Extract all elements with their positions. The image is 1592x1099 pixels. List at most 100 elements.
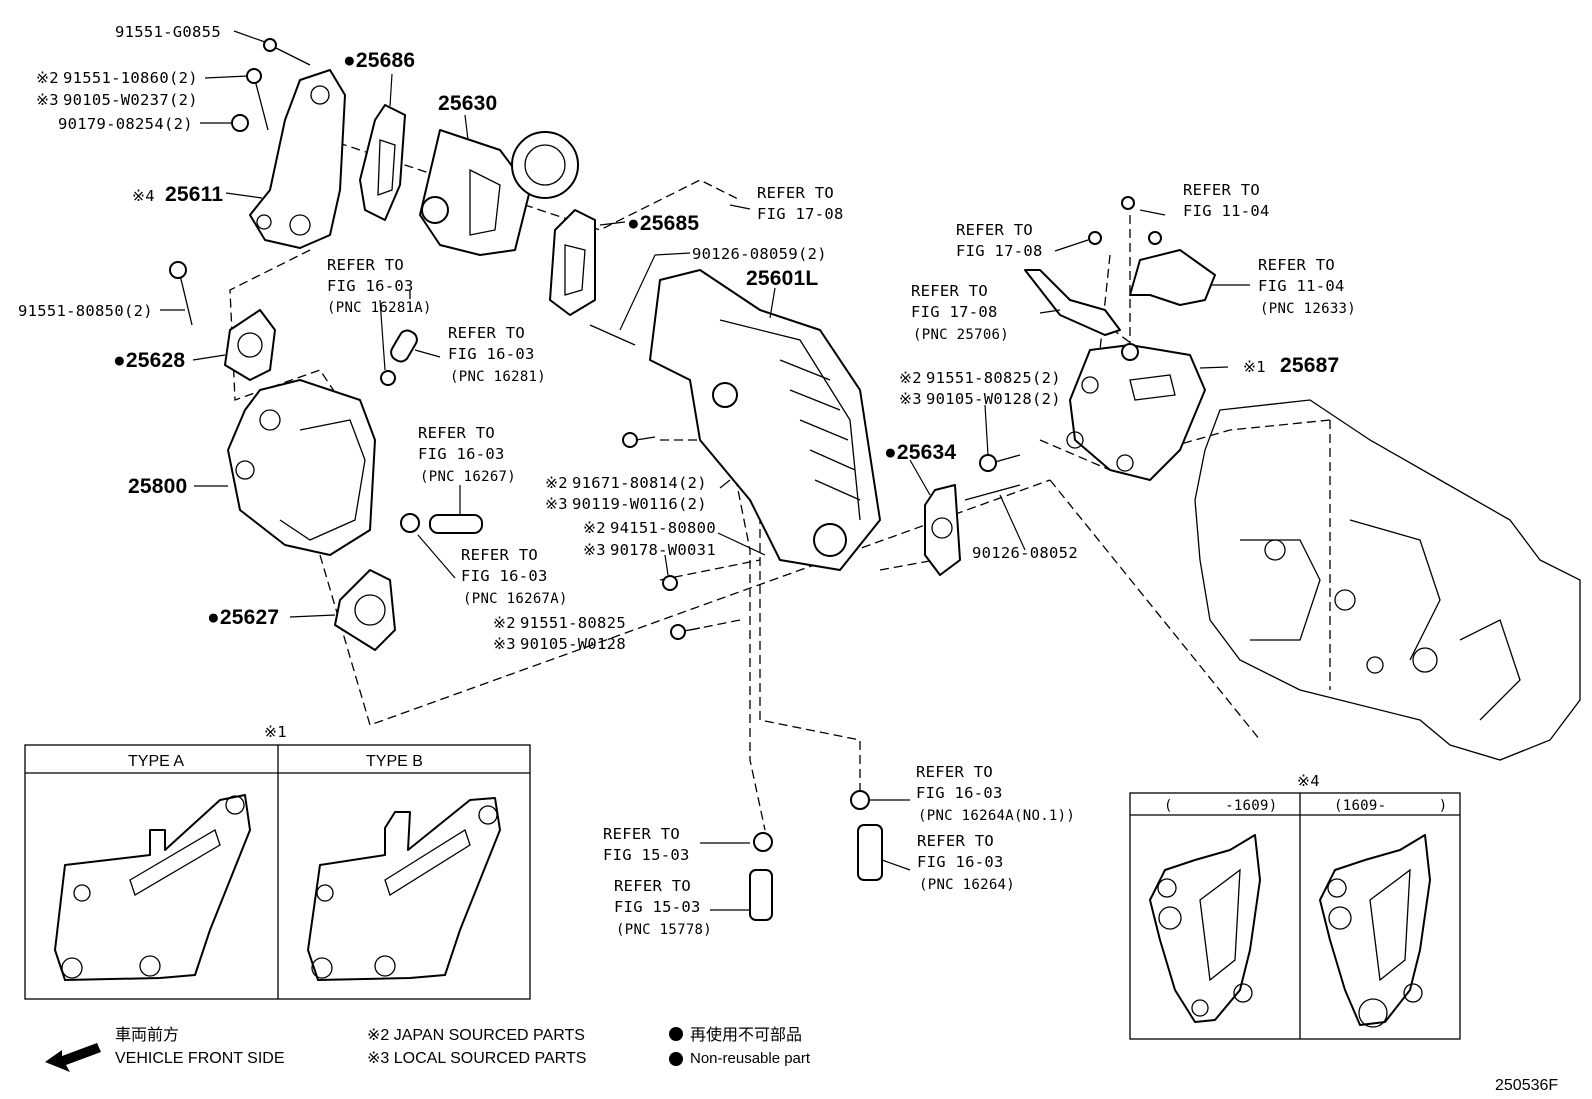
refer-16-03-b-line1: REFER TO (448, 324, 525, 342)
bracket-pnc-25706 (1024, 231, 1121, 336)
refer-11-04-mid-line1: REFER TO (1258, 256, 1335, 274)
bracket-25611-late (1319, 834, 1431, 1028)
gasket-25634 (924, 484, 961, 576)
mark-japan-2: ※2 (545, 474, 568, 492)
front-arrow-icon (45, 1043, 101, 1072)
label-91551-80825: 91551-80825 (520, 614, 626, 632)
bracket-25611-early (1149, 834, 1261, 1023)
refer-16-03-e-line2: FIG 16-03 (916, 784, 1003, 802)
bracket-type-b (307, 797, 501, 981)
label-91551-80825-2: 91551-80825(2) (926, 369, 1061, 387)
refer-11-04-top-line1: REFER TO (1183, 181, 1260, 199)
inset-type1-col-a: TYPE A (128, 753, 184, 770)
mark-japan-4: ※2 (493, 614, 516, 632)
refer-11-04-mid-line3: (PNC 12633) (1260, 301, 1356, 317)
refer-16-03-b-line3: (PNC 16281) (450, 369, 546, 385)
label-90119-w0116: 90119-W0116(2) (572, 495, 707, 513)
inset-type1-col-b: TYPE B (366, 753, 423, 770)
label-25687: 25687 (1280, 354, 1339, 377)
gasket-25628 (224, 309, 276, 381)
refer-15-03-a-line2: FIG 15-03 (603, 846, 690, 864)
refer-17-08-low-line2: FIG 17-08 (911, 303, 998, 321)
mark-local-3: ※3 (583, 541, 606, 559)
label-25634: ●25634 (884, 441, 956, 464)
stud-90126-08059 (589, 324, 636, 346)
legend: 車両前方 VEHICLE FRONT SIDE ※2 JAPAN SOURCED… (45, 1026, 811, 1072)
mark-japan-3: ※2 (583, 519, 606, 537)
label-25685: ●25685 (627, 212, 699, 235)
refer-16-03-a-line1: REFER TO (327, 256, 404, 274)
bolt-91551-80850 (169, 261, 193, 326)
label-25601l: 25601L (746, 267, 818, 290)
nut-90178-w0031 (662, 575, 678, 591)
figure-id: 250536F (1495, 1077, 1558, 1094)
egr-valve-25800 (227, 379, 376, 556)
refer-16-03-a-line2: FIG 16-03 (327, 277, 414, 295)
label-91671-80814: 91671-80814(2) (572, 474, 707, 492)
label-25630: 25630 (438, 92, 497, 115)
bolt-91551-80825-b (670, 624, 701, 640)
refer-16-03-f-line2: FIG 16-03 (917, 853, 1004, 871)
nonreusable-dot-icon (669, 1027, 683, 1041)
engine-block-outline (1194, 399, 1581, 761)
legend-japan-sourced: ※2 JAPAN SOURCED PARTS (367, 1027, 585, 1044)
mark-local-1: ※3 (36, 91, 59, 109)
bolt-91551-80825-a (979, 454, 1021, 472)
bracket-25687 (1066, 343, 1206, 481)
label-25627: ●25627 (207, 606, 279, 629)
refer-16-03-f-line3: (PNC 16264) (919, 877, 1015, 893)
inset-type1: ※1 TYPE A TYPE B (24, 723, 531, 1000)
refer-16-03-c-line2: FIG 16-03 (418, 445, 505, 463)
refer-16-03-b-line2: FIG 16-03 (448, 345, 535, 363)
bolt-91551-10860 (246, 68, 269, 131)
mark-type4: ※4 (132, 187, 155, 205)
pipe-15778 (749, 832, 773, 921)
legend-front-en: VEHICLE FRONT SIDE (115, 1050, 285, 1067)
mark-local-2: ※3 (545, 495, 568, 513)
mark-japan-5: ※2 (899, 369, 922, 387)
label-90126-08052: 90126-08052 (972, 544, 1078, 562)
gasket-25686 (359, 104, 406, 221)
hose-16267 (400, 513, 483, 534)
label-90105-w0128: 90105-W0128 (520, 635, 626, 653)
stud-90126-08052 (964, 484, 1021, 501)
washer-90179-08254 (231, 114, 249, 132)
mark-type1: ※1 (1243, 358, 1266, 376)
inset-type4: ※4 ( -1609) (1609- ) (1129, 772, 1461, 1040)
bracket-pnc-12633 (1121, 196, 1216, 306)
refer-16-03-e-line3: (PNC 16264A(NO.1)) (918, 808, 1075, 824)
refer-15-03-a-line1: REFER TO (603, 825, 680, 843)
label-90105-w0128-2: 90105-W0128(2) (926, 390, 1061, 408)
gasket-25627 (334, 569, 396, 651)
nonreusable-dot-icon-2 (669, 1052, 683, 1066)
label-91551-10860: 91551-10860(2) (63, 69, 198, 87)
refer-16-03-c-line1: REFER TO (418, 424, 495, 442)
bolt-91551-g0855 (263, 38, 311, 66)
legend-nonreusable-jp: 再使用不可部品 (690, 1026, 802, 1044)
refer-16-03-e-line1: REFER TO (916, 763, 993, 781)
refer-17-08-low-line1: REFER TO (911, 282, 988, 300)
mark-local-5: ※3 (899, 390, 922, 408)
refer-17-08-mid-line2: FIG 17-08 (956, 242, 1043, 260)
refer-17-08-mid-line1: REFER TO (956, 221, 1033, 239)
refer-16-03-c-line3: (PNC 16267) (420, 469, 516, 485)
bolt-91671-80814 (622, 432, 656, 448)
refer-15-03-b-line1: REFER TO (614, 877, 691, 895)
label-25800: 25800 (128, 475, 187, 498)
refer-16-03-d-line2: FIG 16-03 (461, 567, 548, 585)
label-25628: ●25628 (113, 349, 185, 372)
refer-17-08-low-line3: (PNC 25706) (913, 327, 1009, 343)
mark-local-4: ※3 (493, 635, 516, 653)
gasket-25685 (549, 209, 596, 316)
refer-16-03-d-line3: (PNC 16267A) (463, 591, 568, 607)
refer-16-03-a-line3: (PNC 16281A) (327, 300, 432, 316)
refer-16-03-f-line1: REFER TO (917, 832, 994, 850)
refer-15-03-b-line2: FIG 15-03 (614, 898, 701, 916)
inset-type4-col-a: ( -1609) (1164, 798, 1277, 814)
pipe-16264 (850, 790, 883, 881)
egr-bracket-25611 (249, 69, 346, 249)
inset-type4-title: ※4 (1297, 772, 1320, 790)
refer-17-08-top-line2: FIG 17-08 (757, 205, 844, 223)
label-91551-g0855: 91551-G0855 (115, 23, 221, 41)
